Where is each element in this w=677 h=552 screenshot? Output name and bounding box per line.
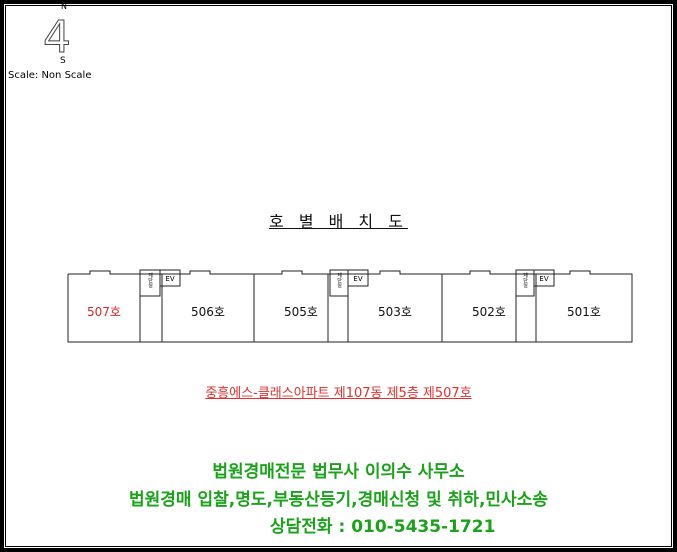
unit-label-502: 502호	[472, 305, 506, 319]
unit-507-outline	[67, 270, 141, 343]
services-list: 법원경매 입찰,명도,부동산등기,경매신청 및 취하,민사소송	[129, 490, 548, 510]
unit-501-outline	[535, 270, 633, 343]
stair-label-2: 계단실	[336, 272, 342, 289]
elevator-2	[347, 269, 369, 287]
inner-frame	[5, 5, 672, 547]
unit-label-501: 501호	[567, 305, 601, 319]
elevator-1	[159, 269, 181, 287]
compass-glyph: 4	[43, 12, 71, 56]
ev-label-2: EV	[353, 275, 362, 283]
diagram-title: 호 별 배 치 도	[269, 212, 408, 231]
unit-label-503: 503호	[378, 305, 412, 319]
north-arrow-icon: 4	[43, 12, 72, 57]
compass-south-label: S	[60, 56, 66, 66]
phone-number: 상담전화 : 010-5435-1721	[270, 517, 496, 537]
floor-plan: 507호 506호 505호 503호 502호 501호 계단실 EV 계단실…	[67, 269, 633, 343]
ev-label-3: EV	[539, 275, 548, 283]
unit-502-outline	[442, 270, 517, 343]
stair-label-3: 계단실	[522, 272, 528, 289]
stair-label-1: 계단실	[147, 272, 153, 289]
unit-506-outline	[161, 270, 255, 343]
unit-505-outline	[254, 270, 329, 343]
unit-label-507: 507호	[87, 305, 121, 319]
compass-north-label: N	[61, 2, 67, 11]
ev-label-1: EV	[165, 275, 174, 283]
unit-label-506: 506호	[191, 305, 225, 319]
scale-note: Scale: Non Scale	[8, 70, 92, 81]
unit-503-outline	[347, 270, 443, 343]
unit-caption: 중흥에스-클래스아파트 제107동 제5층 제507호	[205, 386, 472, 401]
elevator-3	[533, 269, 555, 287]
office-name: 법원경매전문 법무사 이의수 사무소	[212, 462, 465, 482]
unit-label-505: 505호	[284, 305, 318, 319]
